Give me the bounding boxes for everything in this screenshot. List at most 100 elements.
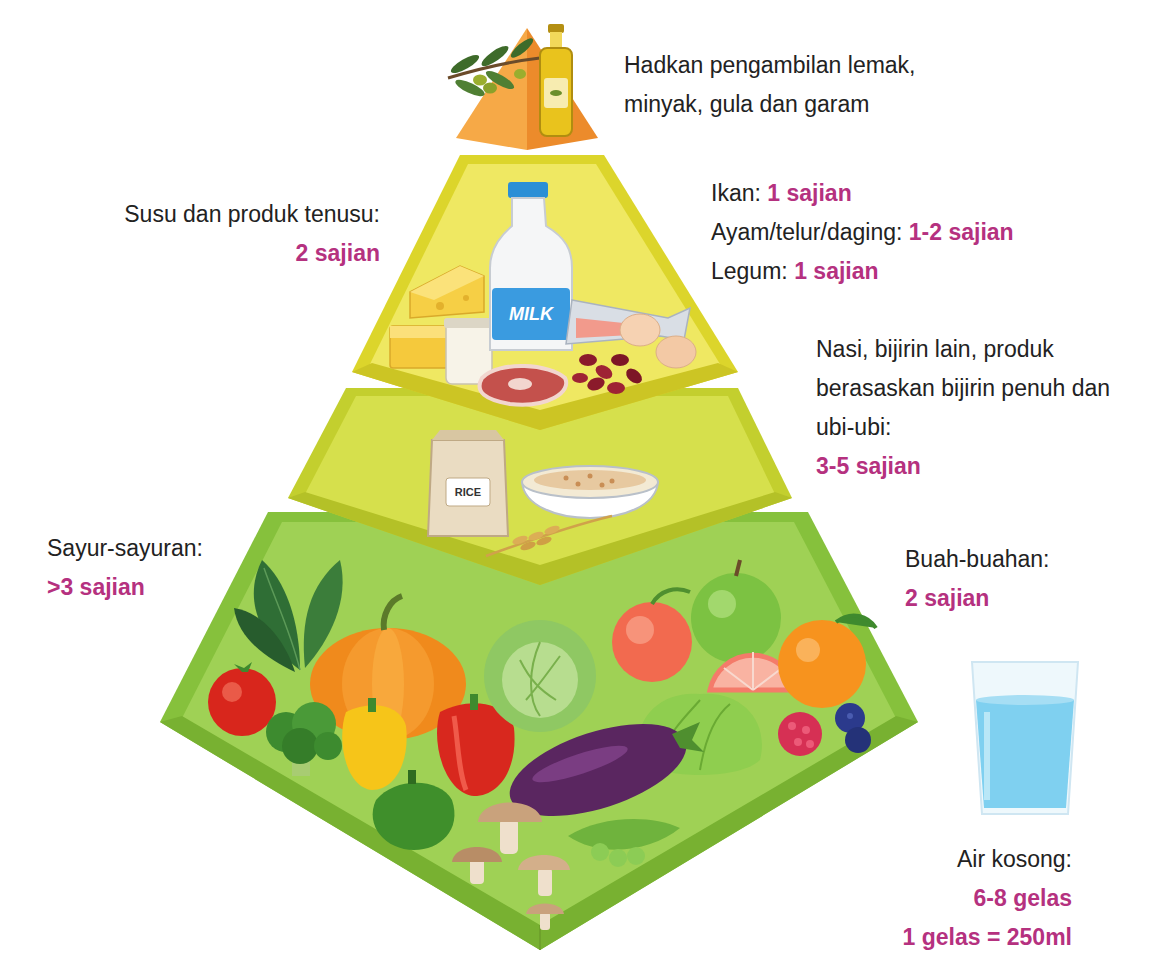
oil-bottle bbox=[540, 24, 572, 136]
oil-bottle bbox=[540, 48, 572, 136]
label-group: Ikan:1 sajianAyam/telur/daging:1-2 sajia… bbox=[711, 174, 1141, 291]
oil-bottle bbox=[550, 90, 562, 96]
cheese bbox=[390, 326, 448, 338]
milk-jug bbox=[492, 288, 570, 340]
food-group-label: Hadkan pengambilan lemak, minyak, gula d… bbox=[624, 52, 916, 117]
apple bbox=[708, 590, 736, 618]
water-glass bbox=[972, 662, 1078, 814]
cheese bbox=[410, 266, 484, 318]
raspberry bbox=[806, 740, 814, 748]
peach bbox=[652, 589, 690, 604]
water-glass bbox=[976, 700, 1074, 808]
milk-jug bbox=[490, 182, 572, 350]
blueberries bbox=[847, 713, 853, 719]
tomato bbox=[234, 662, 252, 672]
mushrooms bbox=[452, 847, 502, 862]
eggplant bbox=[672, 722, 704, 752]
serving-count: 1 sajian bbox=[794, 258, 878, 284]
pea-pod bbox=[591, 843, 609, 861]
rice-bowl bbox=[600, 483, 605, 488]
blueberries bbox=[835, 703, 871, 753]
label-line: Buah-buahan: bbox=[905, 540, 1145, 579]
serving-count: 6-8 gelas bbox=[974, 885, 1072, 911]
rice-bowl bbox=[576, 482, 581, 487]
serving-count: 1-2 sajian bbox=[909, 219, 1014, 245]
food-group-label: Susu dan produk tenusu: bbox=[124, 201, 380, 227]
food-group-label: Nasi, bijirin lain, produk berasaskan bi… bbox=[816, 336, 1110, 440]
meat bbox=[480, 366, 567, 405]
olive-branch bbox=[483, 83, 497, 94]
rice-bag bbox=[432, 430, 504, 440]
beans bbox=[585, 375, 606, 392]
label-line: Air kosong: bbox=[700, 840, 1072, 879]
orange bbox=[836, 615, 876, 628]
cheese bbox=[410, 266, 484, 300]
mushrooms bbox=[478, 803, 542, 823]
rice-bowl bbox=[564, 476, 569, 481]
beans bbox=[607, 382, 625, 394]
wheat-stalk bbox=[543, 524, 560, 536]
pumpkin bbox=[384, 596, 402, 630]
tomato bbox=[208, 668, 276, 736]
broccoli bbox=[282, 728, 318, 764]
olive-branch bbox=[473, 75, 487, 86]
olive-branch bbox=[449, 52, 482, 77]
package-text: MILK bbox=[509, 304, 553, 325]
rice-bowl bbox=[610, 479, 615, 484]
grapefruit bbox=[724, 652, 782, 690]
serving-count: 1 gelas = 250ml bbox=[903, 924, 1072, 950]
label-line: 3-5 sajian bbox=[816, 447, 1128, 486]
pyramid-tier bbox=[352, 363, 738, 430]
broccoli bbox=[266, 702, 342, 776]
mushrooms bbox=[452, 803, 570, 931]
eggplant bbox=[529, 739, 630, 789]
label-line: Legum:1 sajian bbox=[711, 252, 1141, 291]
green-pepper bbox=[373, 770, 455, 850]
food-group-label: Ikan: bbox=[711, 180, 761, 206]
beans bbox=[611, 354, 629, 366]
water-glass bbox=[984, 712, 990, 800]
label-line: Hadkan pengambilan lemak, minyak, gula d… bbox=[624, 46, 964, 124]
label-line: >3 sajian bbox=[47, 568, 247, 607]
serving-count: >3 sajian bbox=[47, 574, 145, 600]
peach bbox=[612, 602, 692, 682]
label-line: 2 sajian bbox=[905, 579, 1145, 618]
cheese bbox=[390, 326, 448, 368]
food-group-label: Ayam/telur/daging: bbox=[711, 219, 902, 245]
pyramid-tier bbox=[352, 155, 738, 430]
label-line: Nasi, bijirin lain, produk berasaskan bi… bbox=[816, 330, 1128, 447]
orange bbox=[778, 620, 866, 708]
cheese bbox=[463, 295, 469, 301]
wheat-stalk bbox=[519, 540, 536, 552]
label-group: Susu dan produk tenusu:2 sajian bbox=[40, 195, 380, 273]
beans bbox=[579, 354, 597, 366]
label-line: Ikan:1 sajian bbox=[711, 174, 1141, 213]
tomato bbox=[222, 682, 242, 702]
rice-bowl bbox=[534, 470, 646, 490]
yellow-pepper bbox=[342, 698, 406, 790]
raspberry bbox=[802, 726, 810, 734]
label-group: Air kosong: 6-8 gelas 1 gelas = 250ml bbox=[700, 840, 1072, 957]
olive-branch bbox=[514, 69, 526, 79]
yogurt-jar bbox=[444, 318, 494, 328]
olive-branch bbox=[479, 43, 511, 70]
serving-count: 3-5 sajian bbox=[816, 453, 921, 479]
broccoli bbox=[314, 732, 342, 760]
food-group-label: Buah-buahan: bbox=[905, 546, 1050, 572]
mushrooms bbox=[538, 868, 552, 896]
beans bbox=[572, 373, 588, 383]
kale bbox=[264, 568, 300, 670]
serving-count: 1 sajian bbox=[767, 180, 851, 206]
green-pepper bbox=[408, 770, 416, 784]
yellow-pepper bbox=[342, 705, 406, 790]
meat bbox=[508, 378, 532, 390]
mushrooms bbox=[500, 818, 518, 854]
peach bbox=[626, 616, 654, 644]
cheese bbox=[436, 302, 444, 310]
olive-branch bbox=[508, 36, 535, 61]
pyramid-tier bbox=[370, 164, 720, 412]
oil-bottle bbox=[548, 24, 564, 33]
